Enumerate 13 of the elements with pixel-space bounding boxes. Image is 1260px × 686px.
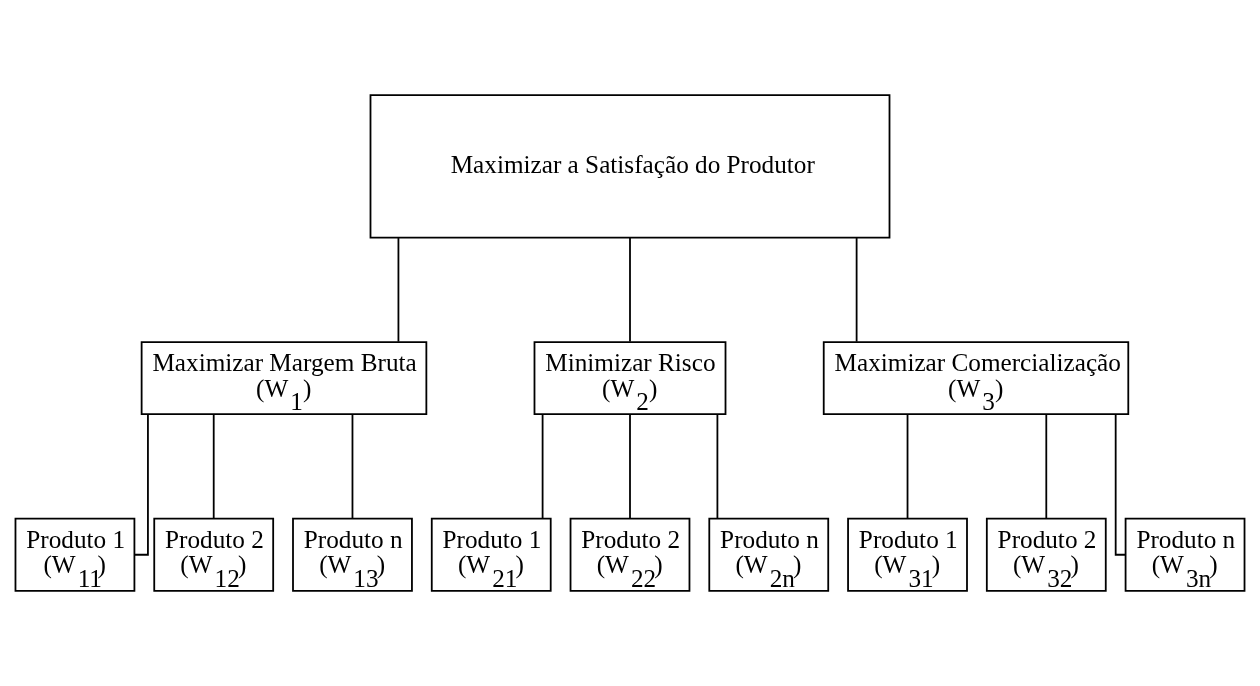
connector xyxy=(541,413,544,520)
connector xyxy=(629,237,631,343)
connector xyxy=(133,413,149,556)
connector xyxy=(1114,413,1127,556)
connector xyxy=(629,413,631,520)
node-box: Maximizar a Satisfação do Produtor xyxy=(369,94,891,239)
connector xyxy=(212,413,215,520)
connector xyxy=(1045,413,1048,520)
connector xyxy=(351,413,354,520)
connector xyxy=(906,413,909,520)
connector xyxy=(397,237,400,343)
connector xyxy=(855,237,858,343)
connector xyxy=(716,413,719,520)
